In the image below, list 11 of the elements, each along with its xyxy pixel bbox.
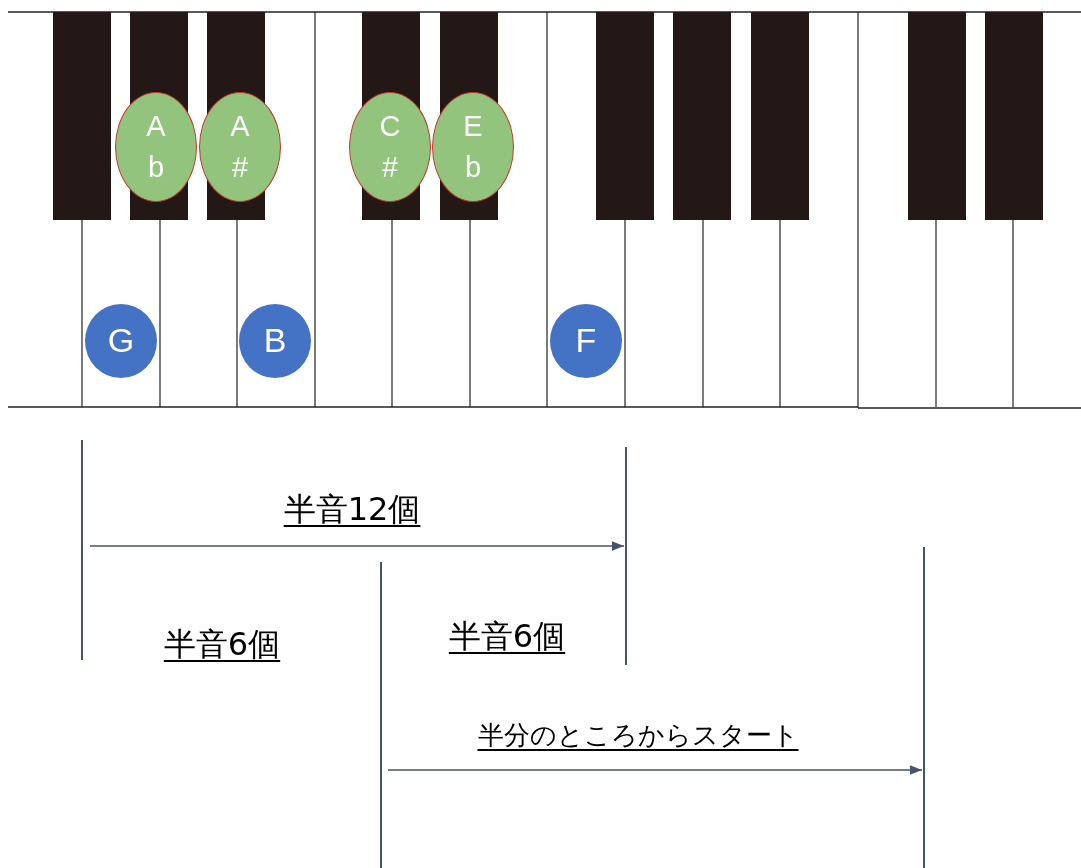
note-name: F — [575, 320, 597, 362]
interval-label: 半音12個 — [283, 489, 421, 530]
note-name: C # — [378, 109, 402, 185]
interval-label: 半音6個 — [448, 616, 566, 657]
interval-label: 半分のところからスタート — [477, 718, 799, 752]
note-name: G — [107, 320, 135, 362]
note-name: A # — [229, 109, 251, 185]
note-name: A b — [145, 109, 167, 185]
interval-label: 半音6個 — [163, 624, 281, 665]
note-name: E b — [462, 109, 484, 185]
note-name: B — [263, 320, 287, 362]
